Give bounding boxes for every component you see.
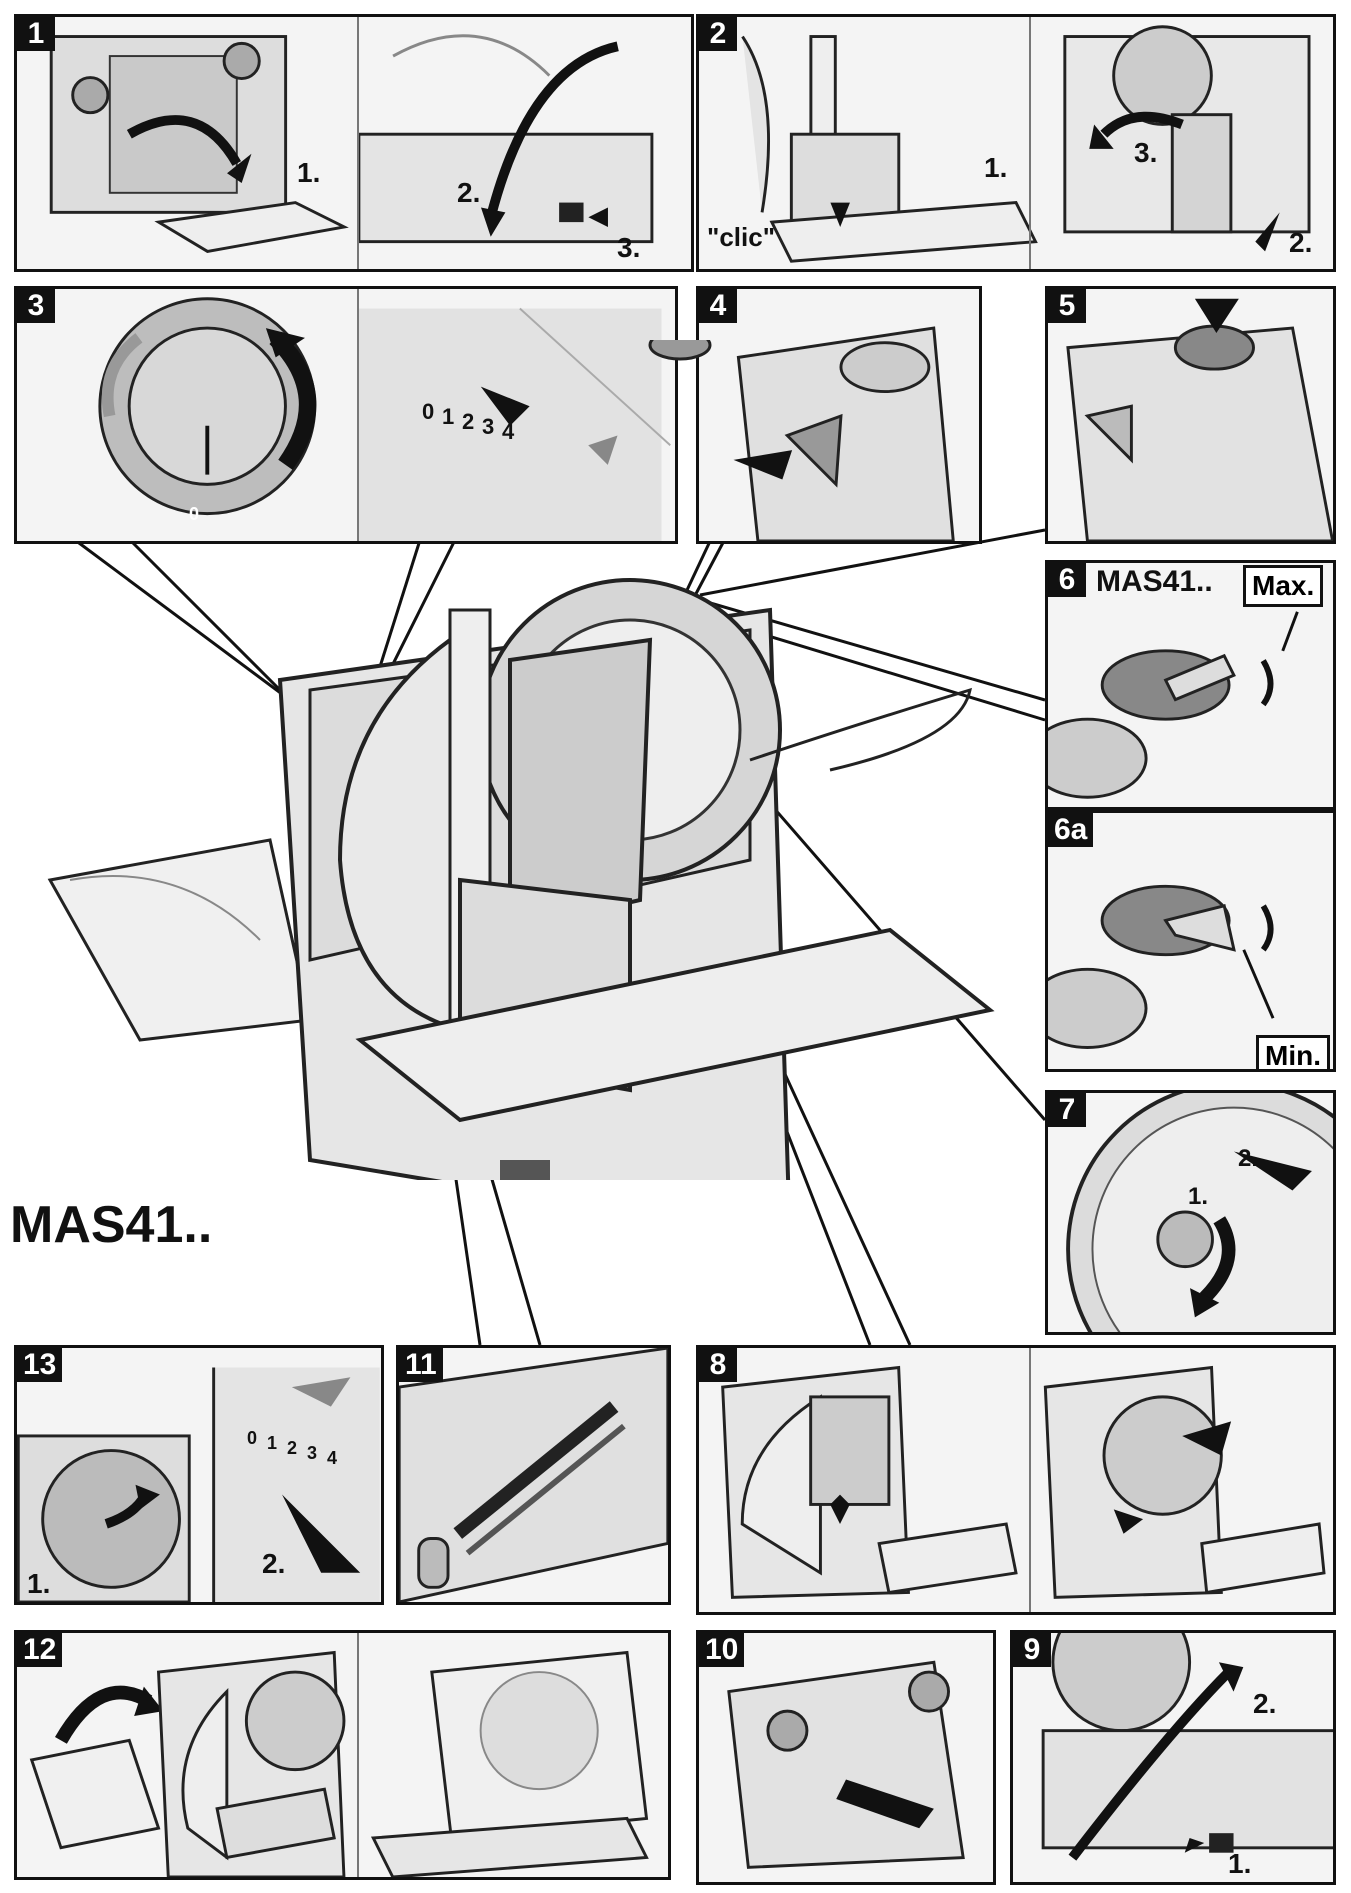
speed-switch-min-illustration xyxy=(1048,884,1275,1049)
panel-4: 4 xyxy=(696,286,982,544)
step-label-1: 1. xyxy=(984,152,1008,183)
step-label-2: 2. xyxy=(262,1548,286,1579)
panel-9: 9 1. 2. xyxy=(1010,1630,1336,1885)
step-label-3: 3. xyxy=(1134,137,1158,168)
step-label-1: 1. xyxy=(297,157,321,188)
step-label-1: 1. xyxy=(1228,1848,1252,1879)
scale-1: 1 xyxy=(442,404,455,429)
panel-11: 11 xyxy=(396,1345,671,1605)
slicer-folded-illustration xyxy=(49,34,654,253)
step-label-2: 2. xyxy=(1253,1688,1277,1719)
power-button-illustration xyxy=(1066,298,1333,541)
step-label-2: 2. xyxy=(1238,1145,1259,1172)
scale-2: 2 xyxy=(462,409,475,434)
min-label: Min. xyxy=(1256,1035,1330,1069)
panel-number: 11 xyxy=(399,1348,443,1382)
panel-10: 10 xyxy=(696,1630,996,1885)
scale-4: 4 xyxy=(502,419,515,444)
panel-number: 6a xyxy=(1048,813,1094,847)
panel-number: 12 xyxy=(17,1633,63,1667)
panel-6a: 6a Min. xyxy=(1045,810,1336,1072)
model-title: MAS41.. xyxy=(10,1196,213,1254)
panel-number: 9 xyxy=(1013,1633,1051,1667)
panel-7: 7 1. 2. xyxy=(1045,1090,1336,1335)
panel-13: 13 1. 2. 0 1 2 3 4 xyxy=(14,1345,384,1605)
reset-thickness-illustration xyxy=(17,1367,380,1602)
panel-8: 8 xyxy=(696,1345,1336,1615)
max-label: Max. xyxy=(1243,565,1324,607)
panel-number: 6 xyxy=(1048,563,1086,597)
step-label-2: 2. xyxy=(1289,227,1313,258)
panel-12: 12 xyxy=(14,1630,671,1880)
panel-2: 2 "clic" 1. 2. 3. xyxy=(696,14,1336,272)
carriage-attach-illustration xyxy=(741,25,1311,263)
panel-number: 8 xyxy=(699,1348,737,1382)
scale-2: 2 xyxy=(287,1438,298,1458)
step-label-3: 3. xyxy=(617,232,641,263)
step-label-1: 1. xyxy=(27,1568,51,1599)
panel-5: 5 xyxy=(1045,286,1336,544)
panel-number: 3 xyxy=(17,289,55,323)
scale-0: 0 xyxy=(422,399,435,424)
panel-number: 4 xyxy=(699,289,737,323)
blade-removal-illustration xyxy=(1066,1093,1333,1332)
panel-number: 7 xyxy=(1048,1093,1086,1127)
thickness-dial-illustration xyxy=(98,297,671,541)
scale-1: 1 xyxy=(267,1433,278,1453)
cover-illustration xyxy=(29,1650,649,1877)
step-label-1: 1. xyxy=(1188,1183,1209,1210)
panel-number: 2 xyxy=(699,17,737,51)
carriage-removal-illustration xyxy=(727,1660,965,1869)
panel-number: 5 xyxy=(1048,289,1086,323)
panel-number: 10 xyxy=(699,1633,745,1667)
scale-3: 3 xyxy=(482,414,495,439)
panel-1: 1 1. 2. 3. xyxy=(14,14,694,272)
food-holder-illustration xyxy=(721,1365,1326,1599)
panel-3: 3 0 0 1 2 3 4 xyxy=(14,286,678,544)
panel-number: 1 xyxy=(17,17,55,51)
scale-4: 4 xyxy=(327,1448,338,1468)
model-label: MAS41.. xyxy=(1096,565,1213,598)
fold-up-illustration xyxy=(1041,1633,1333,1861)
dial-zero-mark: 0 xyxy=(189,504,200,524)
speed-switch-max-illustration xyxy=(1048,611,1299,799)
step-label-2: 2. xyxy=(457,177,481,208)
panel-number: 13 xyxy=(17,1348,63,1382)
main-slicer-illustration xyxy=(47,340,995,1180)
cable-storage-illustration xyxy=(399,1348,668,1602)
safety-lock-illustration xyxy=(733,326,955,541)
panel-6: 6 MAS41.. Max. xyxy=(1045,560,1336,810)
scale-3: 3 xyxy=(307,1443,318,1463)
scale-0: 0 xyxy=(247,1428,258,1448)
sound-label: "clic" xyxy=(707,222,776,252)
